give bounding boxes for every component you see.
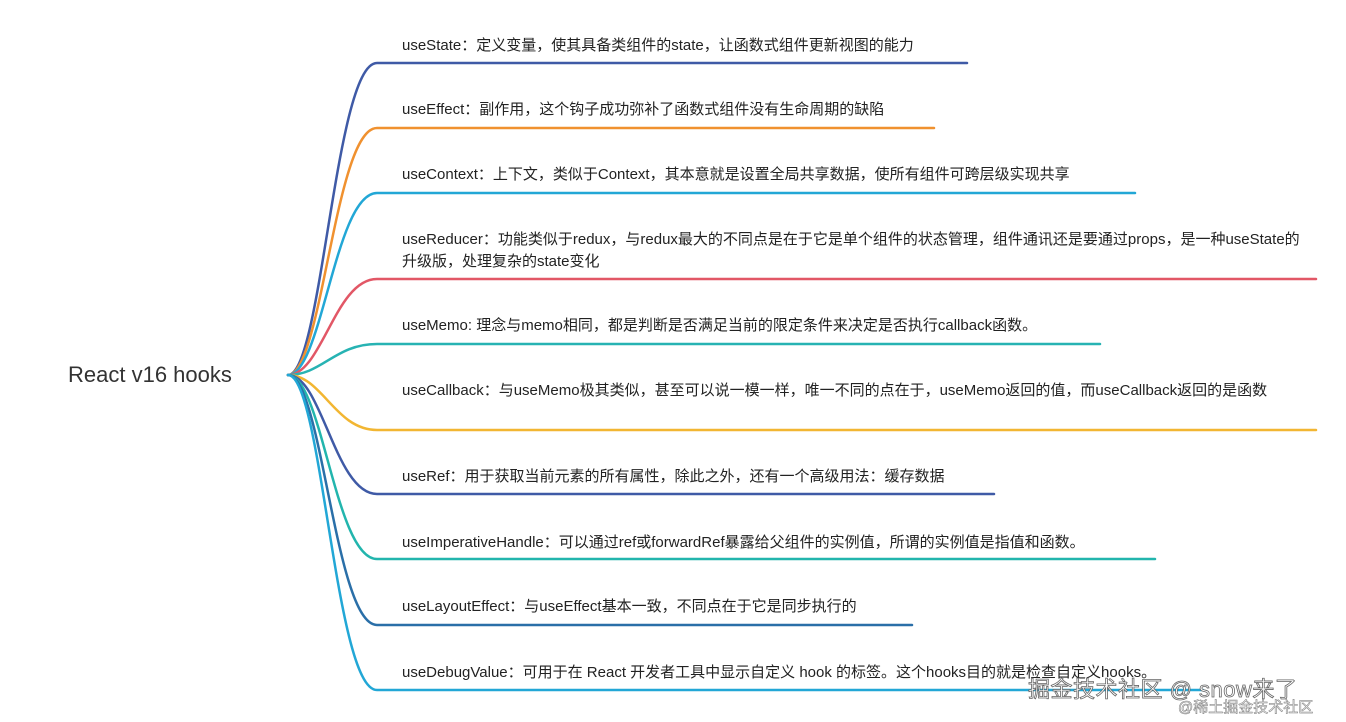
- branch-connector-9: [286, 373, 1205, 692]
- branch-uselayouteffect-text: useLayoutEffect：与useEffect基本一致，不同点在于它是同步…: [402, 598, 857, 615]
- branch-connector-6: [286, 373, 996, 496]
- branch-usecontext-text: useContext：上下文，类似于Context，其本意就是设置全局共享数据，…: [402, 166, 1070, 183]
- branch-usestate-text: useState：定义变量，使其具备类组件的state，让函数式组件更新视图的能…: [402, 37, 914, 54]
- branch-connector-2: [286, 191, 1137, 377]
- watermark-sub-text: @稀土掘金技术社区: [1178, 699, 1314, 717]
- branch-useeffect-text: useEffect：副作用，这个钩子成功弥补了函数式组件没有生命周期的缺陷: [402, 101, 885, 118]
- branch-usecallback-text: useCallback：与useMemo极其类似，甚至可以说一模一样，唯一不同的…: [402, 382, 1268, 399]
- root-node-label: React v16 hooks: [68, 362, 232, 387]
- branch-connector-5: [286, 373, 1318, 432]
- watermark-main-text: 掘金技术社区 @ snow来了: [1028, 677, 1298, 703]
- branch-connector-4: [286, 342, 1102, 377]
- branch-usememo-text: useMemo: 理念与memo相同，都是判断是否满足当前的限定条件来决定是否执…: [402, 317, 1038, 334]
- branch-connector-1: [286, 126, 936, 377]
- branch-connector-0: [286, 61, 969, 377]
- branch-usedebugvalue-text: useDebugValue：可用于在 React 开发者工具中显示自定义 hoo…: [402, 664, 1157, 681]
- branch-useimperativehandle-text: useImperativeHandle：可以通过ref或forwardRef暴露…: [402, 534, 1085, 551]
- branch-connector-7: [286, 373, 1157, 561]
- branch-useref-text: useRef：用于获取当前元素的所有属性，除此之外，还有一个高级用法：缓存数据: [402, 468, 945, 485]
- branch-connector-3: [286, 277, 1318, 377]
- branch-connector-8: [286, 373, 914, 627]
- branch-usereducer-text: useReducer：功能类似于redux，与redux最大的不同点是在于它是单…: [402, 231, 1300, 270]
